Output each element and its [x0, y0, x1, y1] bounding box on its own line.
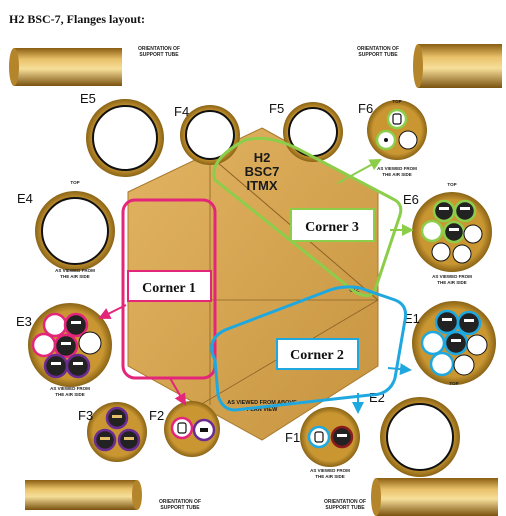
air-side-note-f6-1: AS VIEWED FROM [377, 166, 417, 171]
flange-f4 [180, 105, 240, 165]
air-side-note-e4-2: THE AIR SIDE [60, 274, 90, 279]
corner-2-region [210, 285, 412, 414]
corner-3-label: Corner 3 [305, 220, 359, 235]
air-side-note-f1-2: THE AIR SIDE [315, 474, 345, 479]
air-side-note-f1-1: AS VIEWED FROM [310, 468, 350, 473]
flange-label-e3: E3 [16, 314, 32, 329]
flange-label-f6: F6 [358, 101, 373, 116]
flange-label-e6: E6 [403, 192, 419, 207]
flange-label-f4: F4 [174, 104, 189, 119]
flange-e3 [28, 303, 112, 387]
flange-e6 [412, 192, 492, 272]
flange-label-e1: E1 [404, 311, 420, 326]
orientation-note-top-right-2: SUPPORT TUBE [358, 52, 398, 58]
corner-3-label-box: Corner 3 [290, 208, 375, 242]
flange-e1 [412, 301, 496, 385]
corner-2-label: Corner 2 [290, 348, 344, 363]
chamber-label-3: ITMX [246, 178, 277, 193]
corner-3-region [212, 136, 414, 297]
flange-label-f3: F3 [78, 408, 93, 423]
air-side-note-f6-2: THE AIR SIDE [382, 172, 412, 177]
top-note-e1: TOP [449, 381, 458, 386]
flange-e2 [380, 397, 460, 477]
air-side-note-e3-2: THE AIR SIDE [55, 392, 85, 397]
orientation-note-top-left-2: SUPPORT TUBE [139, 52, 179, 58]
top-note-e6: TOP [447, 182, 456, 187]
flange-e4 [35, 191, 115, 271]
orientation-note-bottom-left-2: SUPPORT TUBE [160, 505, 200, 511]
plan-view-note-2: PLAN VIEW [247, 407, 278, 413]
support-tube-bottom-left [25, 480, 142, 510]
flange-label-e5: E5 [80, 91, 96, 106]
air-side-note-e6-1: AS VIEWED FROM [432, 274, 472, 279]
orientation-note-bottom-right-1: ORIENTATION OF [324, 499, 366, 505]
orientation-note-top-left-1: ORIENTATION OF [138, 46, 180, 52]
air-side-note-e6-2: THE AIR SIDE [437, 280, 467, 285]
support-tube-bottom-right [371, 478, 498, 516]
flange-f3 [87, 402, 147, 462]
support-tube-top-right [413, 44, 502, 88]
orientation-note-bottom-right-2: SUPPORT TUBE [325, 505, 365, 511]
flange-f2 [164, 401, 220, 457]
air-side-note-e3-1: AS VIEWED FROM [50, 386, 90, 391]
chamber-small-mark: O2 [349, 285, 360, 294]
chamber-label-2: BSC7 [245, 164, 280, 179]
flange-layout-diagram: ORIENTATION OF SUPPORT TUBE ORIENTATION … [9, 44, 502, 516]
air-side-note-e4-1: AS VIEWED FROM [55, 268, 95, 273]
plan-view-note-1: AS VIEWED FROM ABOVE [227, 400, 297, 406]
orientation-note-top-right-1: ORIENTATION OF [357, 46, 399, 52]
flange-label-f5: F5 [269, 101, 284, 116]
flange-label-f1: F1 [285, 430, 300, 445]
corner-1-label: Corner 1 [142, 281, 196, 296]
corner-2-label-box: Corner 2 [276, 338, 359, 370]
orientation-note-bottom-left-1: ORIENTATION OF [159, 499, 201, 505]
corner-1-region [98, 198, 217, 406]
flange-label-f2: F2 [149, 408, 164, 423]
flange-e5 [86, 99, 164, 177]
corner-1-label-box: Corner 1 [127, 270, 212, 302]
chamber-label-1: H2 [254, 150, 271, 165]
flange-f5 [283, 102, 343, 162]
top-note-f6: TOP [392, 99, 401, 104]
support-tube-top-left [9, 48, 122, 86]
flange-f1 [300, 407, 360, 467]
flange-f6 [367, 100, 427, 160]
flange-label-e4: E4 [17, 191, 33, 206]
page-title: H2 BSC-7, Flanges layout: [9, 12, 146, 26]
top-note-e4: TOP [70, 180, 79, 185]
